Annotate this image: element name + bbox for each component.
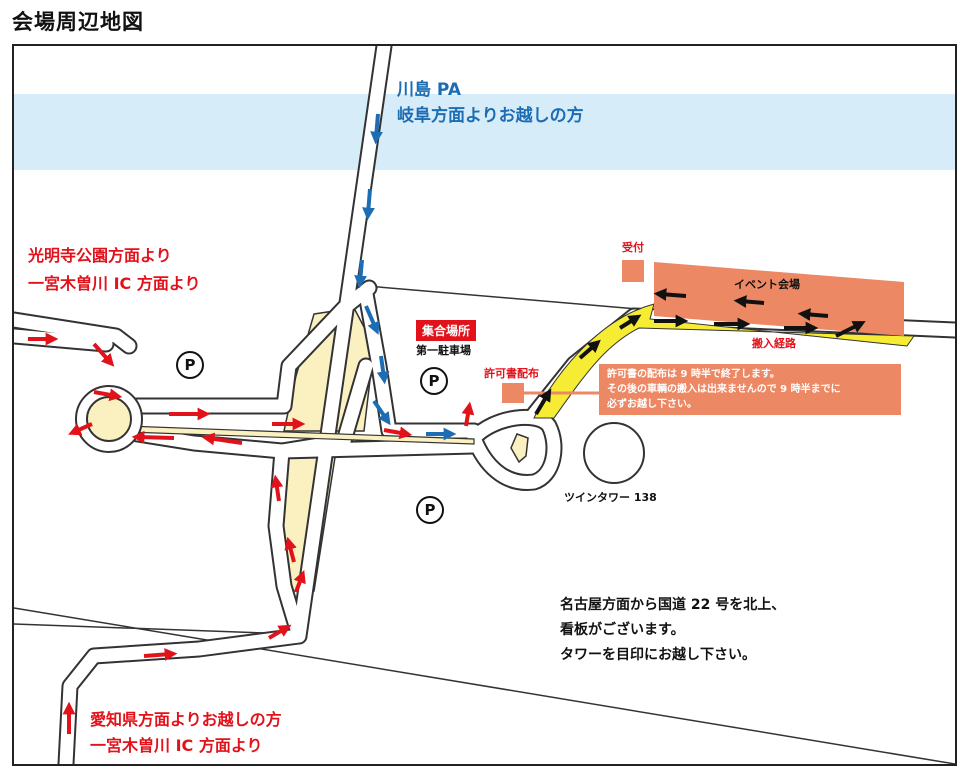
map-canvas — [14, 46, 955, 764]
label-twin-tower: ツインタワー 138 — [564, 491, 657, 504]
label-from-ichinomiya-north: 一宮木曽川 IC 方面より — [28, 274, 201, 293]
road-line — [14, 623, 295, 635]
label-loading-route: 搬入経路 — [752, 337, 796, 350]
label-from-aichi: 愛知県方面よりお越しの方 — [90, 710, 282, 729]
arrow-icon — [131, 430, 175, 444]
arrow-icon — [364, 305, 380, 335]
blue-arrows — [354, 113, 457, 441]
twin-tower-icon — [583, 422, 645, 484]
label-from-gifu: 岐阜方面よりお越しの方 — [397, 106, 584, 126]
directions-line: タワーを目印にお越し下さい。 — [560, 647, 756, 663]
label-parking-1: 第一駐車場 — [416, 344, 471, 357]
arrow-icon — [797, 308, 829, 321]
parking-icon: P — [420, 367, 448, 395]
arrow-icon — [578, 339, 601, 360]
arrow-icon — [92, 342, 115, 367]
roundabout-inner — [86, 396, 132, 442]
arrow-icon — [733, 295, 765, 308]
arrow-icon — [354, 259, 367, 289]
road-line — [14, 607, 955, 764]
permit-notice-line: 必ずお越し下さい。 — [607, 399, 697, 410]
assembly-point-badge: 集合場所 — [416, 320, 477, 341]
arrow-icon — [370, 113, 383, 145]
arrow-icon — [293, 570, 306, 593]
label-permit-distribution: 許可書配布 — [484, 367, 539, 380]
permit-notice-box: 許可書の配布は 9 時半で終了します。 その後の車輌の搬入は出来ませんので 9 … — [599, 364, 901, 415]
river — [14, 94, 955, 170]
parking-icon: P — [416, 496, 444, 524]
arrow-icon — [284, 536, 297, 563]
label-reception: 受付 — [622, 241, 644, 254]
arrow-icon — [835, 321, 866, 338]
label-kawashima-pa: 川島 PA — [397, 80, 461, 100]
arrow-icon — [383, 426, 413, 440]
directions-line: 看板がございます。 — [560, 622, 685, 638]
permit-box — [502, 383, 524, 403]
black-arrows — [534, 288, 866, 416]
arrow-icon — [201, 432, 243, 446]
island — [510, 433, 529, 464]
label-from-komyoji: 光明寺公園方面より — [28, 246, 172, 265]
arrow-icon — [270, 474, 284, 502]
arrow-icon — [68, 422, 93, 436]
arrow-icon — [267, 624, 292, 640]
arrow-icon — [376, 355, 390, 385]
arrow-icon — [618, 314, 642, 330]
arrow-icon — [653, 288, 687, 301]
permit-notice-line: その後の車輌の搬入は出来ませんので 9 時半までに — [607, 384, 841, 395]
permit-notice-line: 許可書の配布は 9 時半で終了します。 — [607, 369, 780, 380]
map-frame: 川島 PA 岐阜方面よりお越しの方 光明寺公園方面より 一宮木曽川 IC 方面よ… — [12, 44, 957, 766]
arrow-icon — [534, 388, 552, 416]
arrow-icon — [362, 188, 375, 221]
directions-line: 名古屋方面から国道 22 号を北上、 — [560, 597, 786, 613]
loading-route — [533, 303, 915, 419]
red-arrows — [28, 332, 475, 734]
parking-icon: P — [176, 351, 204, 379]
arrow-icon — [372, 399, 391, 426]
label-from-ichinomiya-south: 一宮木曽川 IC 方面より — [90, 736, 263, 755]
arrow-icon — [143, 648, 178, 661]
arrow-icon — [93, 388, 123, 402]
event-venue-area — [654, 262, 904, 336]
label-event-venue: イベント会場 — [734, 278, 800, 291]
reception-box — [622, 260, 644, 282]
page-title: 会場周辺地図 — [12, 10, 144, 34]
arrow-icon — [461, 401, 475, 427]
